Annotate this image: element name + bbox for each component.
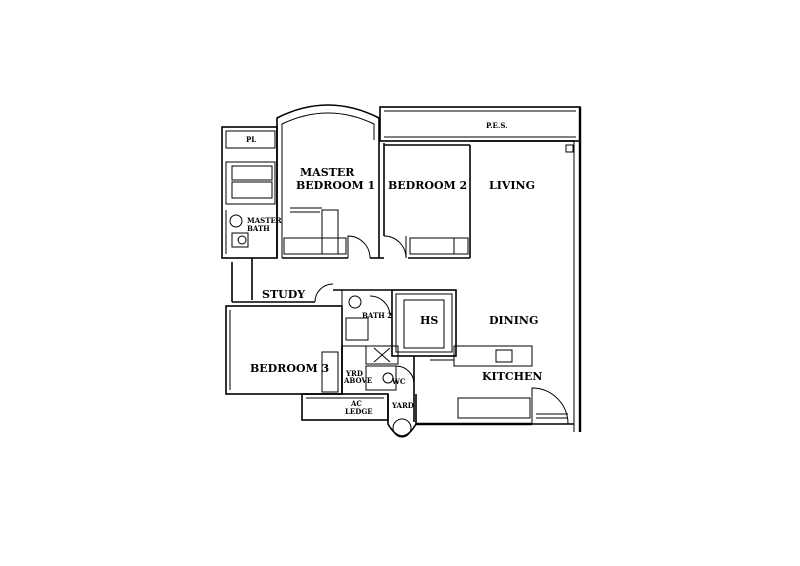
bath-2-label: BATH 2: [362, 311, 392, 320]
walls: [221, 104, 582, 438]
pl-label: PL: [246, 135, 256, 144]
wc-label: WC: [391, 377, 406, 386]
master-bedroom-label: MASTER: [300, 166, 355, 179]
dining-label: DINING: [489, 314, 538, 327]
bedroom-3-label: BEDROOM 3: [250, 362, 329, 375]
yard-label: YARD: [391, 401, 414, 410]
master-bedroom-label-2: BEDROOM 1: [296, 179, 375, 192]
living-label: LIVING: [489, 179, 535, 192]
study-label: STUDY: [262, 288, 305, 301]
ac-ledge-label: AC: [350, 399, 362, 408]
master-bath-label-2: BATH: [247, 224, 270, 233]
yard-laundry-label-2: ABOVE: [343, 376, 372, 385]
hs-label: HS: [420, 314, 438, 327]
yard-laundry-label: YRD: [345, 369, 363, 378]
ac-ledge-label-2: LEDGE: [345, 407, 373, 416]
bedroom-2-label: BEDROOM 2: [388, 179, 467, 192]
pes-label: P.E.S.: [486, 121, 508, 130]
room-labels: P.E.S. PL MASTER BEDROOM 1 BEDROOM 2 LIV…: [246, 121, 542, 416]
master-bath-label: MASTER: [247, 216, 282, 225]
kitchen-label: KITCHEN: [482, 370, 542, 383]
